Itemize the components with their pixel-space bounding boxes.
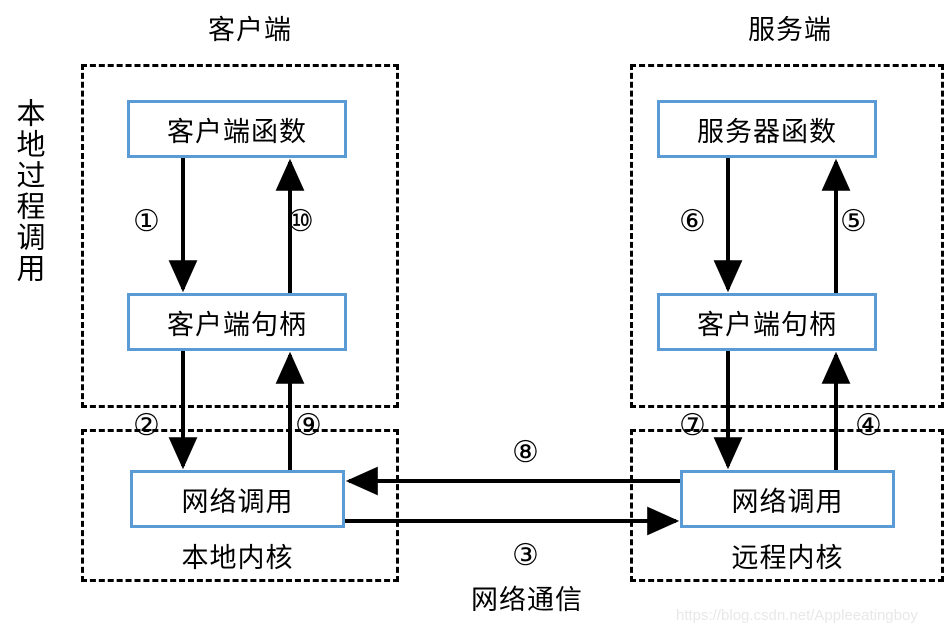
remote-kernel-label: 远程内核 xyxy=(731,543,844,574)
local-procedure-call-label: 本地过程调用 xyxy=(12,98,46,284)
node-client-function[interactable]: 客户端函数 xyxy=(127,100,347,158)
server-zone xyxy=(630,64,944,408)
node-server-function[interactable]: 服务器函数 xyxy=(657,100,877,158)
local-kernel-label: 本地内核 xyxy=(181,543,294,574)
client-title: 客户端 xyxy=(208,15,292,46)
remote-kernel-zone xyxy=(630,429,944,582)
step-label-3: ③ xyxy=(512,538,539,573)
client-zone xyxy=(81,64,399,408)
step-label-6: ⑥ xyxy=(679,204,706,239)
network-communication-label: 网络通信 xyxy=(471,585,583,616)
node-server-network-call[interactable]: 网络调用 xyxy=(680,470,895,528)
step-label-8: ⑧ xyxy=(512,435,539,470)
node-client-stub[interactable]: 客户端句柄 xyxy=(127,293,347,351)
step-label-2: ② xyxy=(133,408,160,443)
step-label-7: ⑦ xyxy=(679,408,706,443)
watermark-text: https://blog.csdn.net/Appleeatingboy xyxy=(676,607,918,624)
step-label-5: ⑤ xyxy=(840,204,867,239)
step-label-9: ⑨ xyxy=(295,408,322,443)
step-label-4: ④ xyxy=(855,408,882,443)
server-title: 服务端 xyxy=(748,15,832,46)
local-kernel-zone xyxy=(81,429,399,582)
node-client-network-call[interactable]: 网络调用 xyxy=(130,470,345,528)
step-label-1: ① xyxy=(133,204,160,239)
node-server-stub[interactable]: 客户端句柄 xyxy=(657,293,877,351)
step-label-10: ⑩ xyxy=(287,204,314,239)
